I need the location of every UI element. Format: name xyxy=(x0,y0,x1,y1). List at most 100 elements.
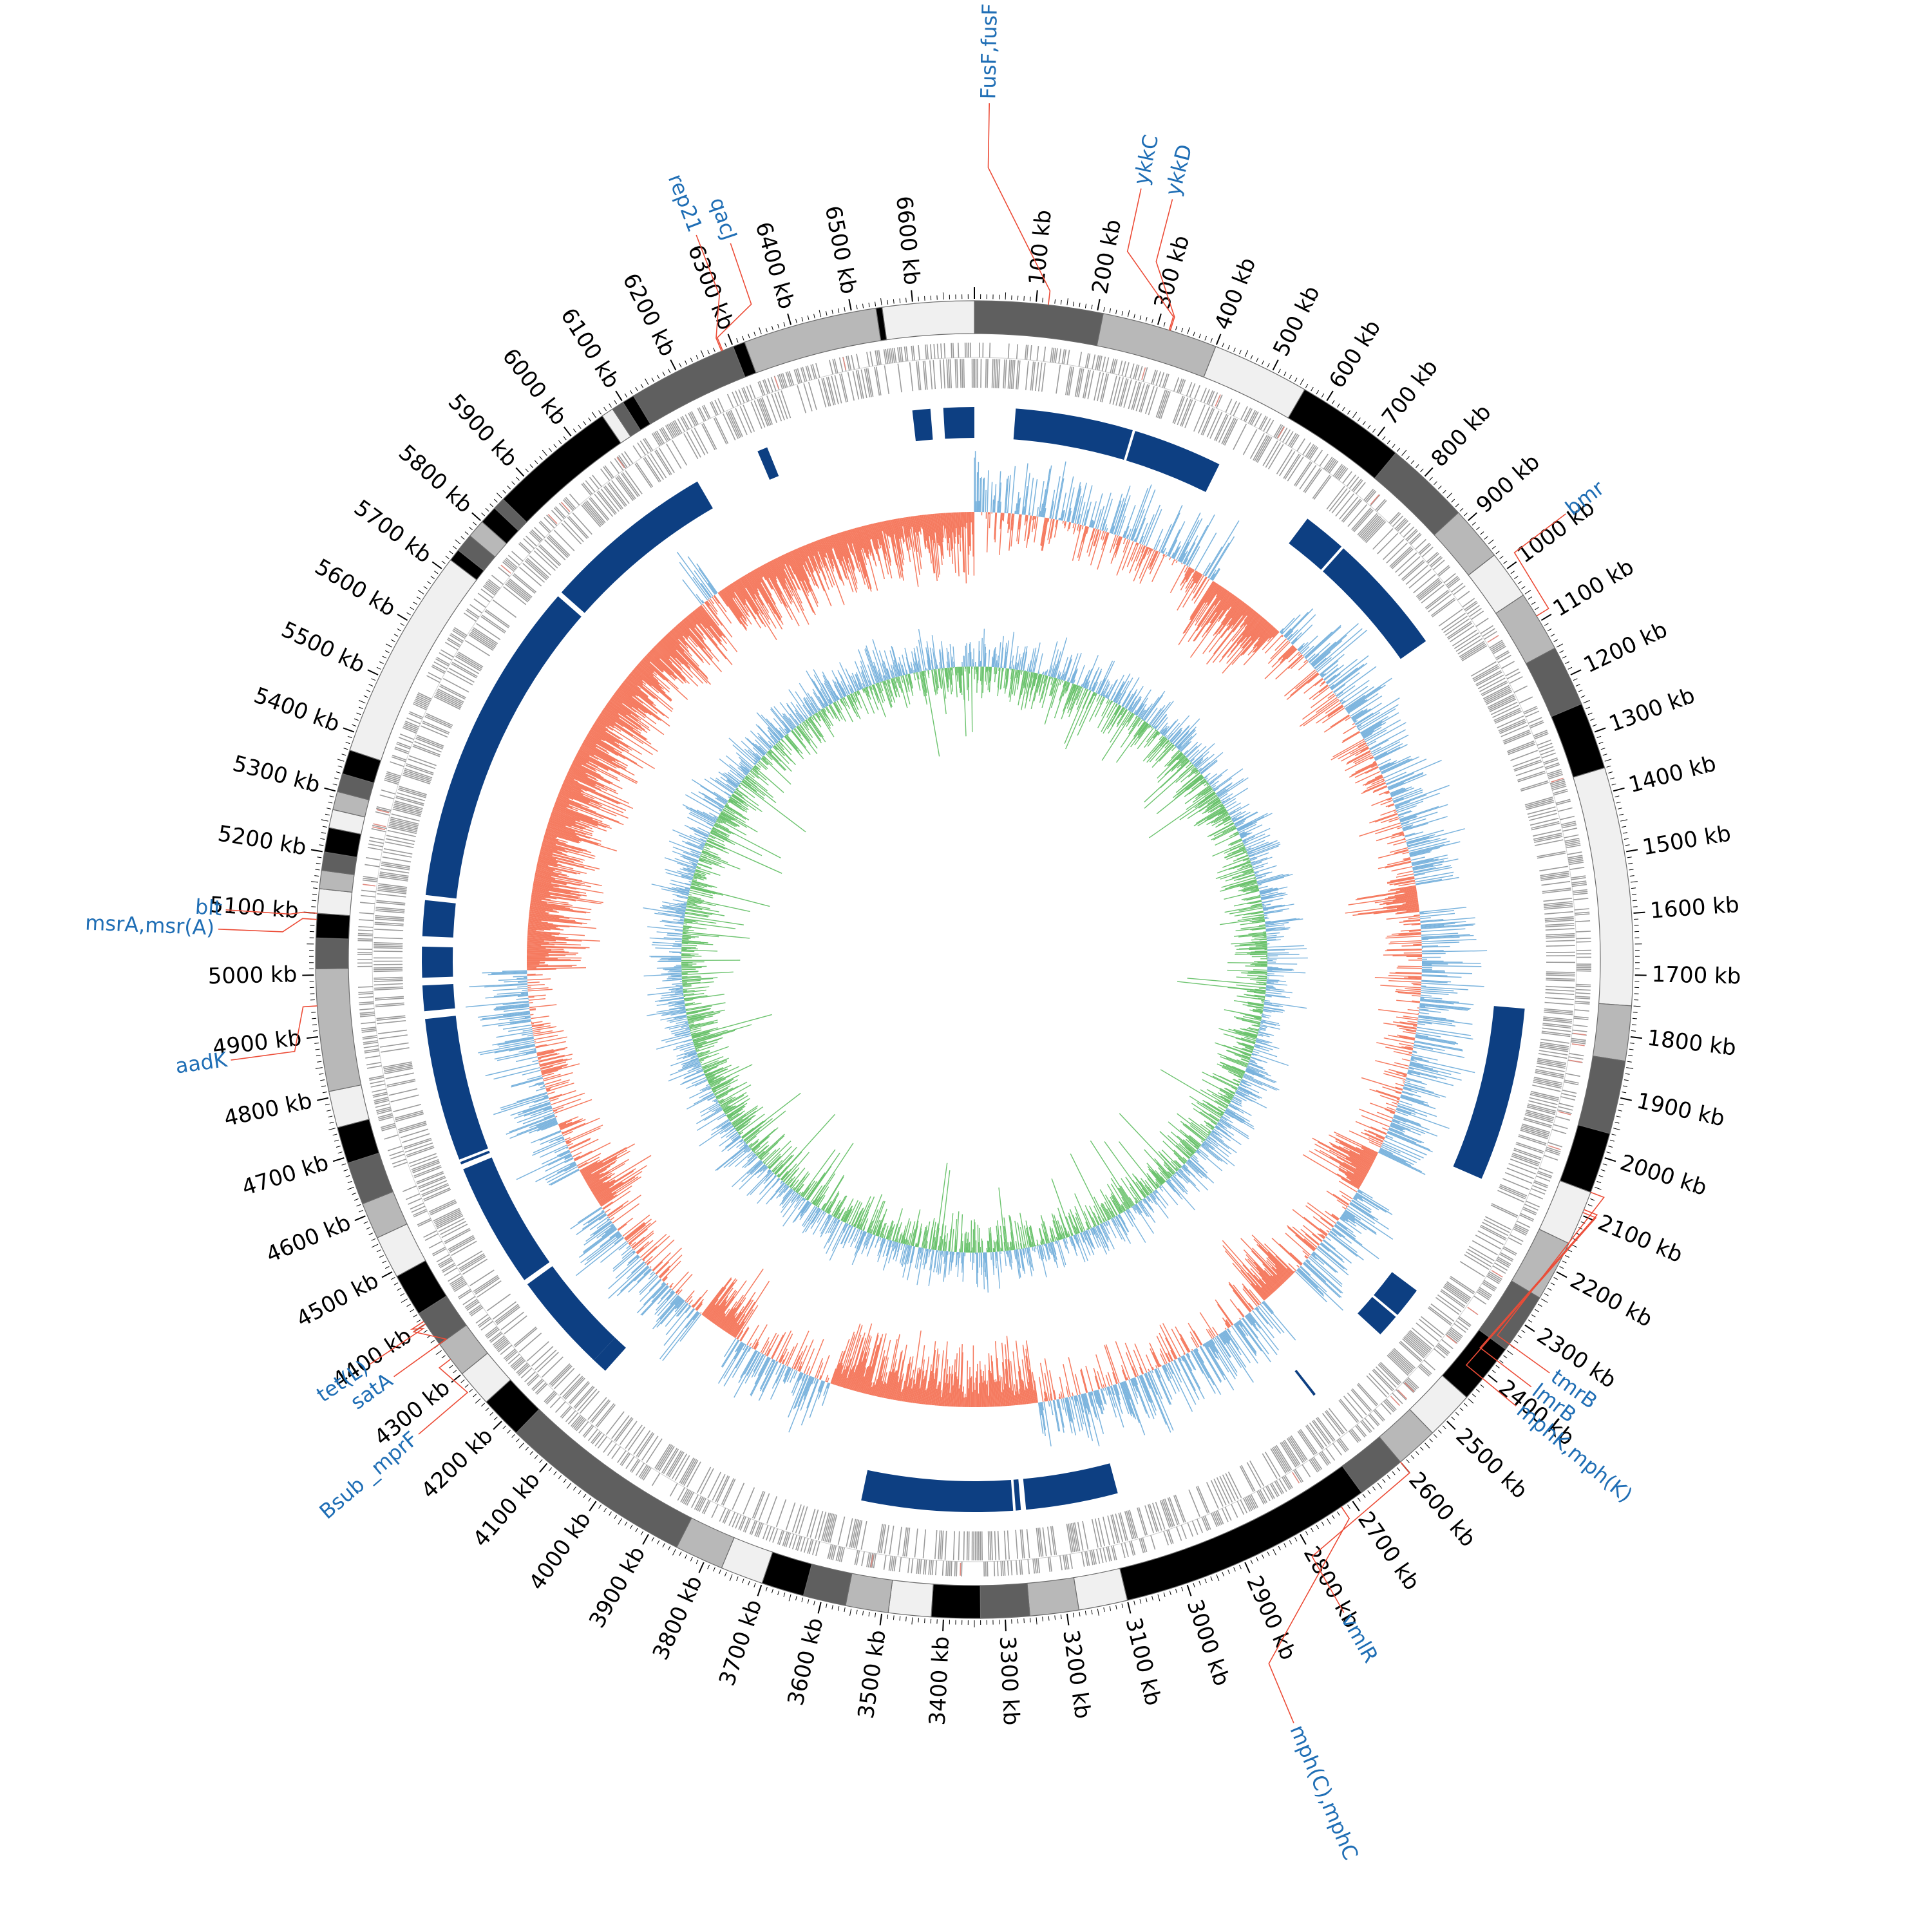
gc-bar xyxy=(915,1369,922,1404)
scale-tick xyxy=(1316,1524,1320,1530)
gc-bar xyxy=(1022,1345,1031,1404)
feature-mark xyxy=(1363,488,1374,501)
scale-tick xyxy=(1410,1455,1415,1459)
scale-tick xyxy=(1600,1169,1605,1171)
feature-mark xyxy=(1112,376,1121,405)
feature-mark xyxy=(1417,1366,1430,1377)
gc-bar xyxy=(1326,659,1358,684)
feature-mark xyxy=(701,1499,710,1514)
gc-bar xyxy=(920,1379,925,1405)
gc-bar xyxy=(1381,1146,1417,1163)
gc-bar xyxy=(1059,1376,1065,1399)
feature-mark xyxy=(1524,1117,1552,1126)
scale-tick xyxy=(1392,1471,1396,1475)
feature-mark xyxy=(1507,742,1535,754)
gc-bar xyxy=(1189,1331,1200,1347)
gc-bar xyxy=(801,1373,806,1381)
gc-bar xyxy=(732,1324,740,1336)
scale-label: 2900 kb xyxy=(1241,1572,1301,1664)
gc-bar xyxy=(1240,1238,1284,1283)
feature-mark xyxy=(1366,491,1377,503)
feature-mark xyxy=(1118,360,1123,375)
feature-mark xyxy=(457,653,483,669)
gc-bar xyxy=(744,1352,762,1384)
gc-bar xyxy=(797,1361,803,1372)
gc-bar xyxy=(1229,1283,1251,1312)
gc-bar xyxy=(1415,1036,1459,1045)
gc-bar xyxy=(1064,1397,1073,1434)
scale-label: 5600 kb xyxy=(310,554,400,622)
feature-mark xyxy=(1206,1482,1219,1509)
feature-mark xyxy=(1449,625,1475,643)
homology-block xyxy=(1289,518,1342,570)
feature-mark xyxy=(797,385,807,413)
gc-bar xyxy=(1386,900,1418,905)
scale-tick xyxy=(1451,498,1455,503)
scale-tick xyxy=(591,412,597,419)
gc-bar xyxy=(1082,526,1088,542)
scale-tick xyxy=(624,393,628,398)
scale-tick xyxy=(320,1079,325,1081)
feature-mark xyxy=(1541,880,1571,886)
scale-tick xyxy=(534,460,538,464)
feature-mark xyxy=(690,1494,699,1508)
gc-bar xyxy=(1396,1101,1399,1103)
feature-mark xyxy=(431,664,446,673)
gc-bar xyxy=(657,1289,672,1305)
gc-bar xyxy=(1368,1137,1383,1144)
gc-bar xyxy=(1325,702,1341,714)
gc-bar xyxy=(1332,672,1360,693)
feature-mark xyxy=(1539,1046,1569,1052)
gc-bar xyxy=(1244,1316,1253,1326)
gc-bar xyxy=(1047,518,1052,540)
feature-mark xyxy=(422,721,450,734)
feature-mark xyxy=(1481,682,1508,697)
scale-tick xyxy=(320,838,325,840)
gc-bar xyxy=(1060,492,1067,521)
gc-bar xyxy=(728,1299,752,1334)
gc-bar xyxy=(1331,1228,1352,1244)
gc-bar xyxy=(925,1388,928,1405)
gc-bar xyxy=(528,1082,545,1088)
gc-bar xyxy=(1048,1370,1056,1400)
scale-tick xyxy=(795,1596,797,1601)
gc-bar xyxy=(1386,791,1390,795)
feature-mark xyxy=(526,1374,538,1385)
scale-tick xyxy=(1326,390,1334,401)
scale-tick xyxy=(1294,377,1298,383)
gc-bar xyxy=(1323,1239,1336,1250)
gc-bar xyxy=(1247,1313,1256,1323)
feature-mark xyxy=(363,877,378,881)
scale-tick xyxy=(322,1092,327,1094)
scale-tick xyxy=(397,628,402,632)
feature-mark xyxy=(723,1479,736,1506)
gc-bar xyxy=(1240,623,1270,656)
gc-bar xyxy=(1197,587,1224,627)
gc-bar xyxy=(1303,659,1307,663)
feature-mark xyxy=(564,520,584,543)
scale-tick xyxy=(416,1320,421,1323)
gc-bar xyxy=(1266,1257,1288,1280)
feature-mark xyxy=(666,443,682,469)
feature-mark xyxy=(405,764,433,775)
feature-mark xyxy=(1492,705,1519,718)
gc-bar xyxy=(1314,678,1323,687)
feature-mark xyxy=(452,1280,466,1289)
gc-bar xyxy=(1406,837,1430,844)
feature-mark xyxy=(930,344,933,359)
scale-tick xyxy=(564,426,572,437)
feature-mark xyxy=(1066,366,1073,395)
feature-mark xyxy=(1041,363,1046,392)
gc-bar xyxy=(1319,654,1345,676)
gc-bar xyxy=(1242,1317,1259,1339)
feature-mark xyxy=(406,763,434,774)
gc-bar xyxy=(1050,1400,1054,1416)
feature-mark xyxy=(1069,1523,1075,1553)
gc-bar xyxy=(1375,1060,1409,1070)
gc-bar xyxy=(923,1356,930,1405)
feature-mark xyxy=(1513,1226,1528,1235)
gc-bar xyxy=(1349,763,1378,778)
feature-mark xyxy=(1446,1281,1472,1299)
gc-bar xyxy=(1316,1247,1349,1276)
scale-tick xyxy=(801,1597,804,1602)
